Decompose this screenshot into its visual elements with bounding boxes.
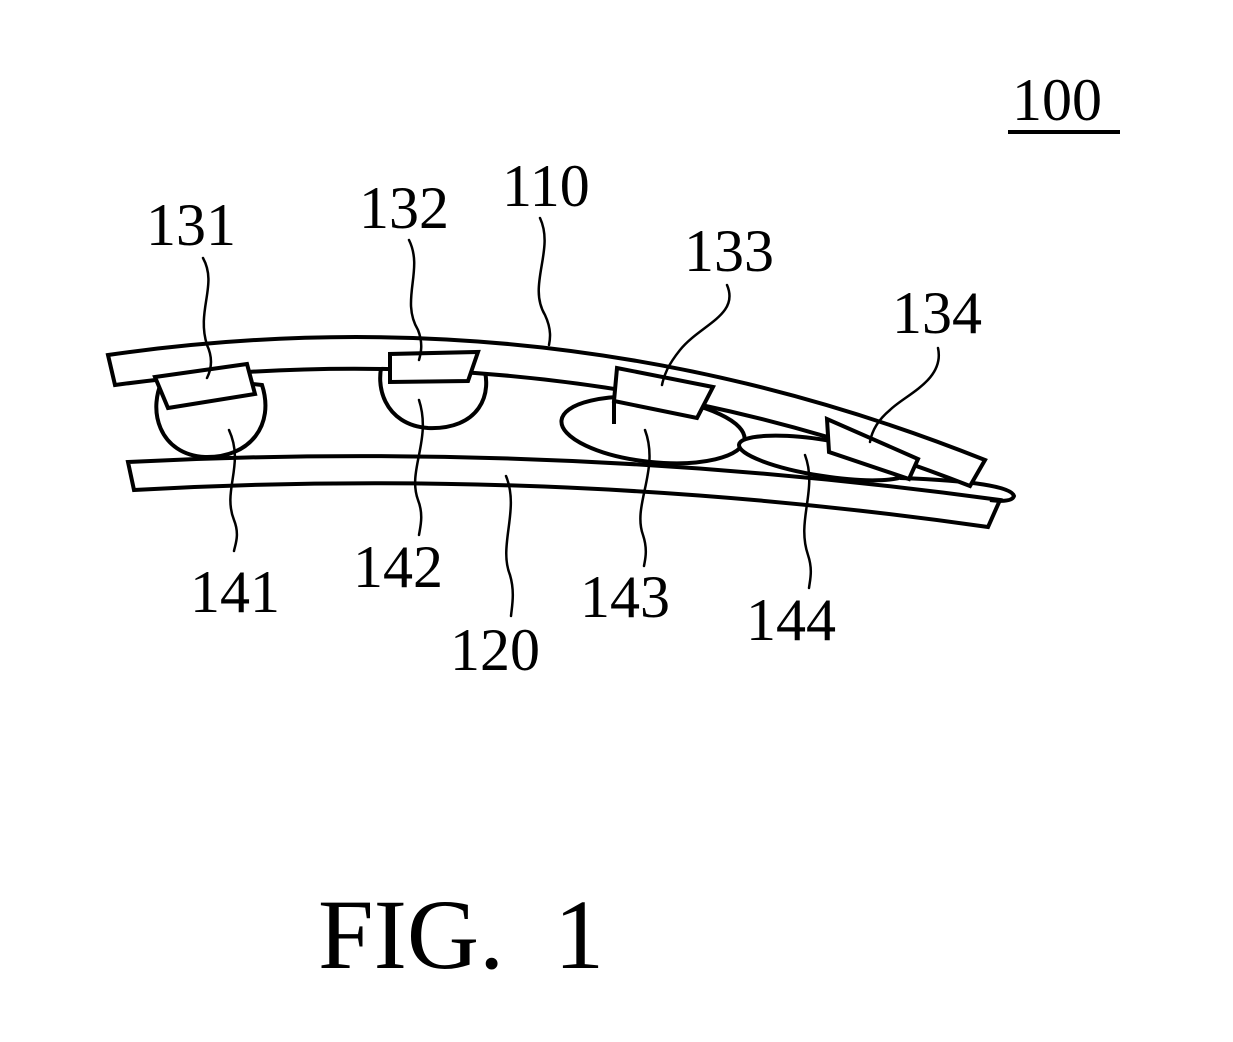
label-120: 120 [450,617,540,683]
label-141: 141 [190,559,280,625]
figure-caption: FIG. 1 [318,879,604,990]
label-110: 110 [502,153,590,219]
label-100: 100 [1012,67,1102,133]
label-133: 133 [684,218,774,284]
label-142: 142 [353,534,443,600]
label-132: 132 [359,175,449,241]
leader-110 [539,218,550,345]
leader-120 [506,476,513,616]
label-144: 144 [746,587,836,653]
label-143: 143 [580,564,670,630]
label-134: 134 [892,280,982,346]
pad-132 [390,352,478,382]
label-131: 131 [146,192,236,258]
